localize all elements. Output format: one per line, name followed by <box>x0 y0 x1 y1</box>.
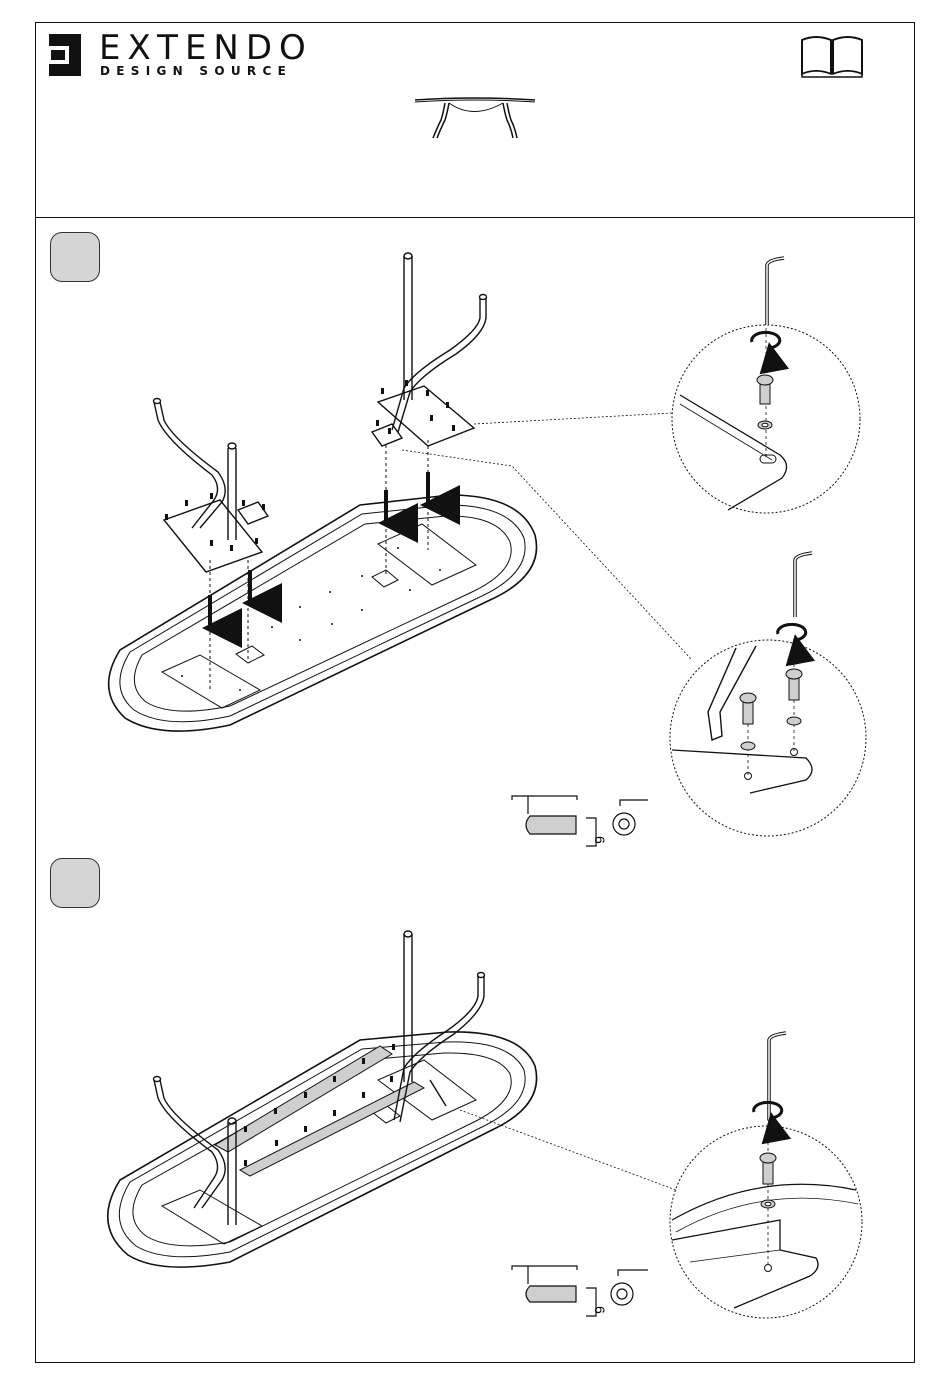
step2-hardware-legend <box>512 1266 648 1316</box>
step2-crossbars <box>215 1046 424 1176</box>
extendo-logo-icon <box>49 34 81 76</box>
step2-callout-line <box>460 1110 676 1190</box>
step2-legs <box>154 931 485 1225</box>
step1-left-arrows <box>210 570 250 628</box>
step2-detail <box>670 1033 862 1318</box>
step2-screw-length-label: 6 <box>592 1306 608 1314</box>
step1-right-leg <box>372 253 487 446</box>
step1-callout-lines <box>402 413 692 660</box>
step1-detail-bottom <box>670 553 866 836</box>
open-book-icon <box>798 34 866 78</box>
step2-tabletop <box>108 1032 537 1267</box>
assembly-drawing: 6 <box>36 219 914 1362</box>
table-thumbnail <box>413 94 539 140</box>
step1-detail-top <box>672 258 860 513</box>
brand-tagline: DESIGN SOURCE <box>100 64 292 78</box>
step1-hardware-legend <box>512 796 648 846</box>
step1-left-dashed-guides <box>210 560 248 690</box>
header: EXTENDO DESIGN SOURCE <box>35 22 915 218</box>
step1-hole-marks <box>181 547 441 691</box>
step1-screw-length-label: 6 <box>592 836 608 844</box>
brand-name: EXTENDO <box>99 30 313 66</box>
